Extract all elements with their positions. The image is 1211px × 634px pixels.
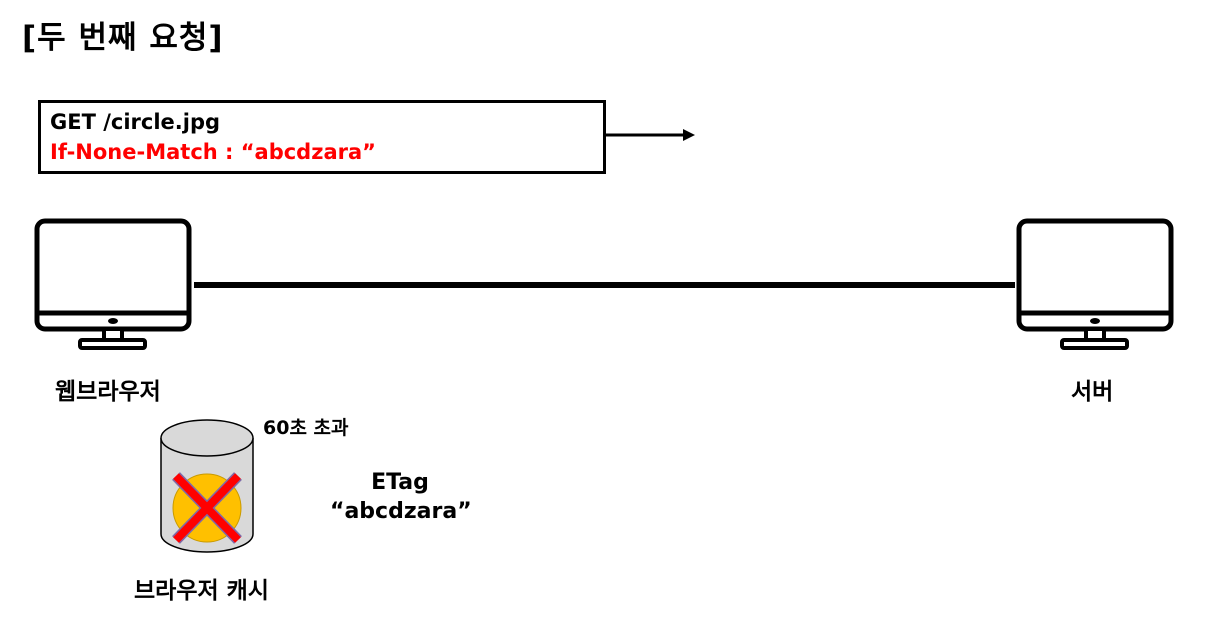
client-monitor-icon xyxy=(34,218,192,350)
request-message-box: GET /circle.jpg If-None-Match : “abcdzar… xyxy=(38,100,606,174)
request-line: GET /circle.jpg xyxy=(50,110,221,134)
server-monitor-icon xyxy=(1016,218,1174,350)
cross-icon xyxy=(172,472,242,544)
client-label: 웹브라우저 xyxy=(55,379,161,405)
etag-value: “abcdzara” xyxy=(330,499,472,524)
page-title: [두 번째 요청] xyxy=(22,20,224,56)
etag-name: ETag xyxy=(371,470,429,495)
server-label: 서버 xyxy=(1071,379,1114,405)
cache-label: 브라우저 캐시 xyxy=(134,578,269,604)
cache-expired-label: 60초 초과 xyxy=(263,417,349,439)
request-arrow xyxy=(603,129,695,141)
etag-annotation: ETag “abcdzara” xyxy=(330,468,472,526)
if-none-match-header: If-None-Match : “abcdzara” xyxy=(50,140,376,164)
